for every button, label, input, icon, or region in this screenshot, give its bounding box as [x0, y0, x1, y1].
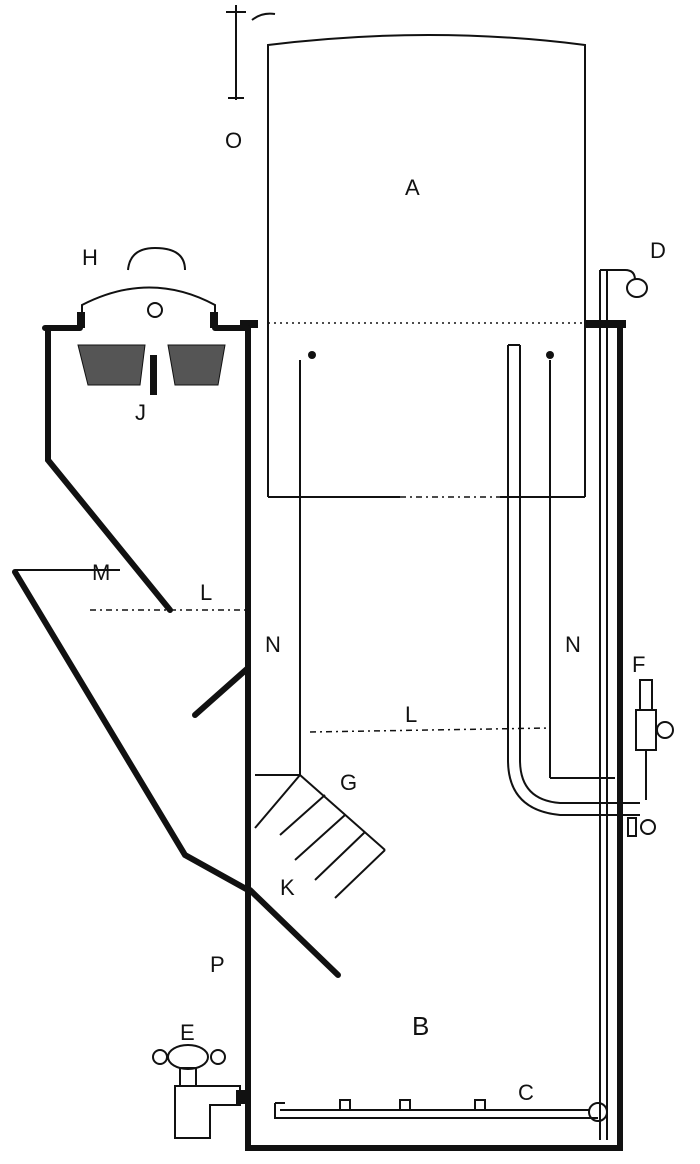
outlet-pipe-d	[599, 269, 648, 1140]
label-m: M	[92, 560, 110, 585]
label-h: H	[82, 245, 98, 270]
perforated-pipe-c	[274, 1099, 608, 1122]
label-g: G	[340, 770, 357, 795]
guide-rod-o	[226, 5, 276, 100]
label-e: E	[180, 1020, 195, 1045]
u-tube-right	[507, 344, 640, 816]
gasholder-a	[267, 34, 586, 498]
grate-k	[279, 794, 386, 899]
drain-valve-e	[152, 1044, 246, 1139]
label-l-left: L	[200, 580, 212, 605]
label-l-mid: L	[405, 702, 417, 727]
tank-b	[240, 320, 626, 1151]
carbide-charge	[77, 344, 146, 386]
carbide-charge	[167, 344, 226, 386]
chute-m	[12, 569, 551, 978]
label-f: F	[632, 652, 645, 677]
label-k: K	[280, 875, 295, 900]
hopper	[42, 246, 251, 613]
label-a: A	[405, 175, 420, 200]
label-o: O	[225, 128, 242, 153]
label-b: B	[412, 1011, 429, 1041]
label-j: J	[135, 400, 146, 425]
label-n-left: N	[265, 632, 281, 657]
label-n-right: N	[565, 632, 581, 657]
label-c: C	[518, 1080, 534, 1105]
valve-f	[627, 679, 674, 837]
label-d: D	[650, 238, 666, 263]
label-p: P	[210, 952, 225, 977]
inner-tube-left	[254, 351, 386, 851]
